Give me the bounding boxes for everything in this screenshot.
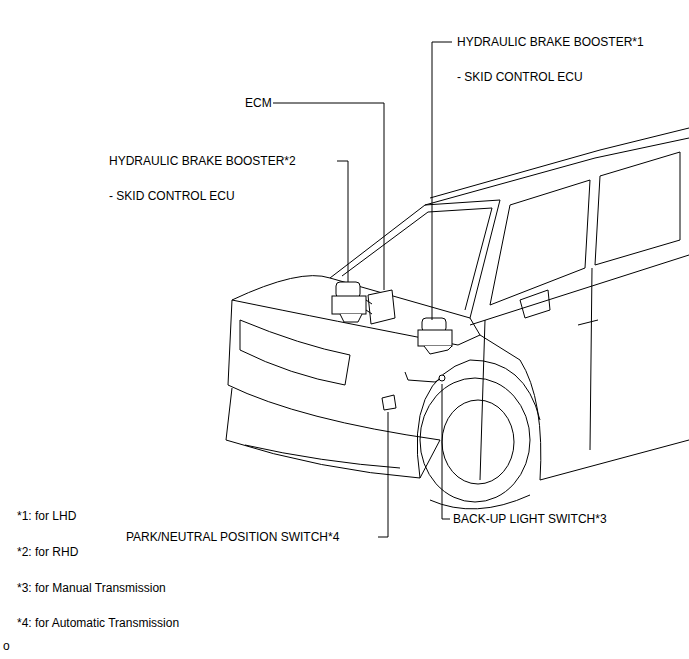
brake-booster-lhd xyxy=(418,318,452,354)
back-up-light-switch xyxy=(405,372,445,382)
part-name: ECM xyxy=(244,96,273,110)
part-name: - SKID CONTROL ECU xyxy=(456,70,584,84)
bumper xyxy=(226,388,440,478)
page-mark: o xyxy=(2,639,11,653)
windshield-inner xyxy=(342,208,492,310)
roof-rail xyxy=(425,138,689,205)
brake-booster-rhd xyxy=(332,282,366,322)
part-name: HYDRAULIC BRAKE BOOSTER*1 xyxy=(456,35,645,49)
part-name: BACK-UP LIGHT SWITCH*3 xyxy=(452,512,608,526)
leader-line xyxy=(337,161,348,282)
footnote: *1: for LHD xyxy=(16,509,77,523)
wheel-rim xyxy=(442,400,514,484)
leader-line xyxy=(268,103,384,290)
leader-line xyxy=(442,384,450,519)
ecm xyxy=(366,290,395,324)
footnote: *2: for RHD xyxy=(16,545,79,559)
footnote: *3: for Manual Transmission xyxy=(16,581,167,595)
footnote: *4: for Automatic Transmission xyxy=(16,616,180,630)
roof-line xyxy=(430,128,689,198)
windshield xyxy=(330,200,500,318)
part-name: PARK/NEUTRAL POSITION SWITCH*4 xyxy=(125,530,340,544)
headlight xyxy=(240,320,350,385)
part-name: HYDRAULIC BRAKE BOOSTER*2 xyxy=(108,154,297,168)
door-line xyxy=(590,268,592,450)
part-name: - SKID CONTROL ECU xyxy=(108,189,236,203)
bumper-line xyxy=(245,445,400,468)
leader-line xyxy=(432,42,452,320)
door-handle xyxy=(578,320,598,325)
hood xyxy=(232,276,480,335)
rocker xyxy=(540,440,689,480)
fender xyxy=(458,335,541,480)
front-face xyxy=(228,300,440,440)
front-door-window xyxy=(490,180,590,305)
belt-line xyxy=(470,255,689,325)
leader-line xyxy=(378,412,388,537)
tire xyxy=(420,378,530,502)
wheel-shadow xyxy=(430,495,530,509)
park-neutral-position-switch xyxy=(382,395,396,410)
rear-door-window xyxy=(595,152,680,265)
